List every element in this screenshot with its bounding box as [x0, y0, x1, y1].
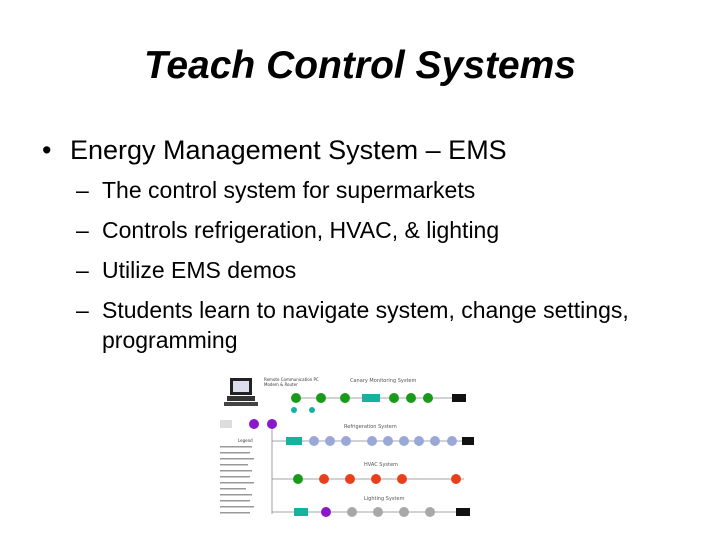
node-black-box — [452, 394, 466, 402]
sub-bullet-glyph: – — [76, 297, 89, 323]
computer-icon — [224, 378, 258, 406]
node-green — [406, 393, 416, 403]
monitor-row-nodes — [291, 393, 466, 403]
bullet-glyph: • — [42, 135, 52, 165]
bullet-list: • Energy Management System – EMS – The c… — [42, 133, 662, 365]
monitor-label: Canary Monitoring System — [350, 378, 416, 384]
node-green — [293, 474, 303, 484]
node-teal-box — [362, 394, 380, 402]
refrigeration-label: Refrigeration System — [344, 424, 397, 430]
lighting-label: Lighting System — [364, 496, 405, 502]
node-gray — [347, 507, 357, 517]
node-blue — [383, 436, 393, 446]
node-gray — [399, 507, 409, 517]
legend-label: Legend — [238, 438, 253, 443]
sub-bullet-glyph: – — [76, 177, 89, 203]
sub-bullet-glyph: – — [76, 257, 89, 283]
sub-bullet-glyph: – — [76, 217, 89, 243]
node-purple — [249, 419, 259, 429]
bullet-item: • Energy Management System – EMS — [42, 133, 662, 167]
node-green — [316, 393, 326, 403]
node-black-box — [456, 508, 470, 516]
node-purple — [321, 507, 331, 517]
node-purple — [267, 419, 277, 429]
lighting-row-nodes — [294, 507, 470, 517]
slide-title: Teach Control Systems — [143, 44, 576, 87]
node-blue — [447, 436, 457, 446]
node-green — [423, 393, 433, 403]
node-blue — [399, 436, 409, 446]
node-red — [345, 474, 355, 484]
sub-bullet-text: Students learn to navigate system, chang… — [102, 297, 629, 353]
node-blue — [414, 436, 424, 446]
node-green — [340, 393, 350, 403]
sub-bullet-item: – Utilize EMS demos — [42, 255, 662, 285]
node-teal-box — [294, 508, 308, 516]
node-red — [319, 474, 329, 484]
sub-bullet-item: – The control system for supermarkets — [42, 175, 662, 205]
ems-diagram: Remote Communication PC Modem & Router C… — [220, 377, 474, 517]
remote-sublabel: Modem & Router — [264, 382, 298, 387]
remote-label: Remote Communication PC — [264, 377, 319, 382]
node-red — [397, 474, 407, 484]
bullet-text: Energy Management System – EMS — [70, 135, 507, 165]
sub-bullet-text: Controls refrigeration, HVAC, & lighting — [102, 217, 500, 243]
node-blue — [341, 436, 351, 446]
sub-bullet-item: – Controls refrigeration, HVAC, & lighti… — [42, 215, 662, 245]
node-black-box — [462, 437, 474, 445]
hvac-row-nodes — [293, 474, 461, 484]
node-blue — [309, 436, 319, 446]
refrigeration-row-nodes — [286, 436, 474, 446]
node-blue — [430, 436, 440, 446]
node-red — [371, 474, 381, 484]
node-red — [451, 474, 461, 484]
node-blue — [367, 436, 377, 446]
node-gray — [373, 507, 383, 517]
node-green — [291, 393, 301, 403]
node-green — [389, 393, 399, 403]
sub-bullet-item: – Students learn to navigate system, cha… — [42, 295, 662, 355]
node-gray — [425, 507, 435, 517]
node-teal-box — [286, 437, 302, 445]
sub-bullet-text: Utilize EMS demos — [102, 257, 297, 283]
sub-bullet-text: The control system for supermarkets — [102, 177, 476, 203]
hvac-label: HVAC System — [364, 462, 398, 468]
node-blue — [325, 436, 335, 446]
